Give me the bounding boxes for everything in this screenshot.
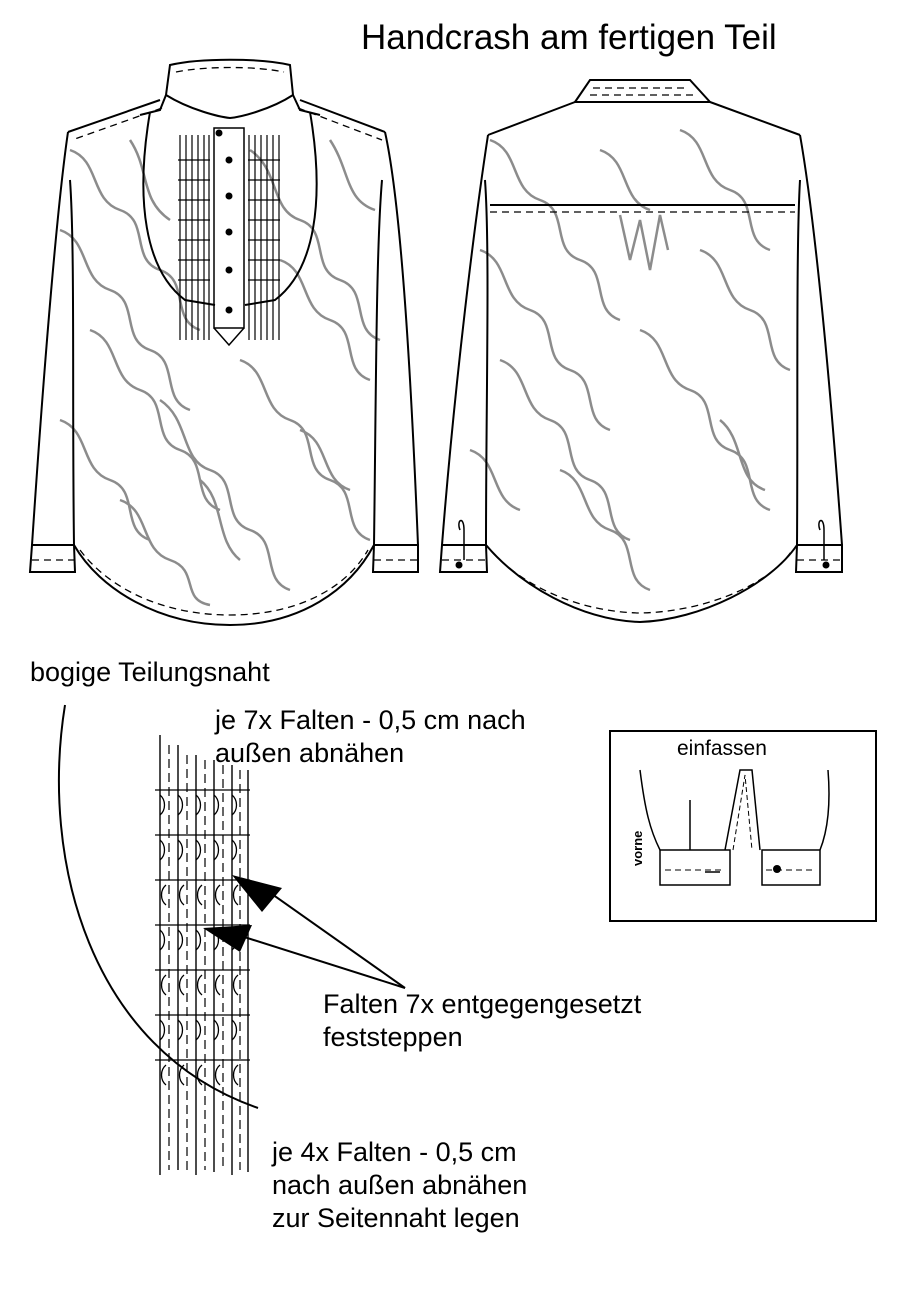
pleat-stitches — [159, 794, 239, 1086]
crash-texture-back — [469, 128, 791, 592]
cuff-detail-box — [609, 730, 877, 922]
label-pleats-7x-line2: außen abnähen — [215, 738, 405, 768]
label-pleats-4x-line3: zur Seitennaht legen — [272, 1203, 520, 1233]
arrow-head-lower — [203, 925, 252, 952]
cuff-detail — [639, 769, 830, 886]
crash-texture-front — [59, 139, 381, 607]
label-bind: einfassen — [677, 737, 767, 760]
label-curved-seam: bogige Teilungsnaht — [30, 657, 270, 687]
label-opposite-pleats: Falten 7x entgegengesetzt feststeppen — [323, 988, 641, 1054]
label-pleats-4x: je 4x Falten - 0,5 cm nach außen abnähen… — [272, 1136, 527, 1235]
label-pleats-4x-line2: nach außen abnähen — [272, 1170, 528, 1200]
page-title: Handcrash am fertigen Teil — [361, 18, 777, 57]
label-pleats-4x-line1: je 4x Falten - 0,5 cm — [272, 1137, 517, 1167]
label-front: vorne — [630, 830, 645, 866]
arrow-head-upper — [232, 875, 282, 912]
front-pleats — [178, 135, 280, 340]
front-buttons — [215, 129, 233, 314]
label-opposite-line1: Falten 7x entgegengesetzt — [323, 989, 642, 1019]
shirt-back — [438, 79, 843, 624]
label-pleats-7x-line1: je 7x Falten - 0,5 cm nach — [215, 705, 526, 735]
label-opposite-line2: feststeppen — [323, 1022, 463, 1052]
pleat-detail — [57, 704, 406, 1175]
shirt-front — [28, 58, 419, 627]
label-pleats-7x: je 7x Falten - 0,5 cm nach außen abnähen — [215, 704, 526, 770]
